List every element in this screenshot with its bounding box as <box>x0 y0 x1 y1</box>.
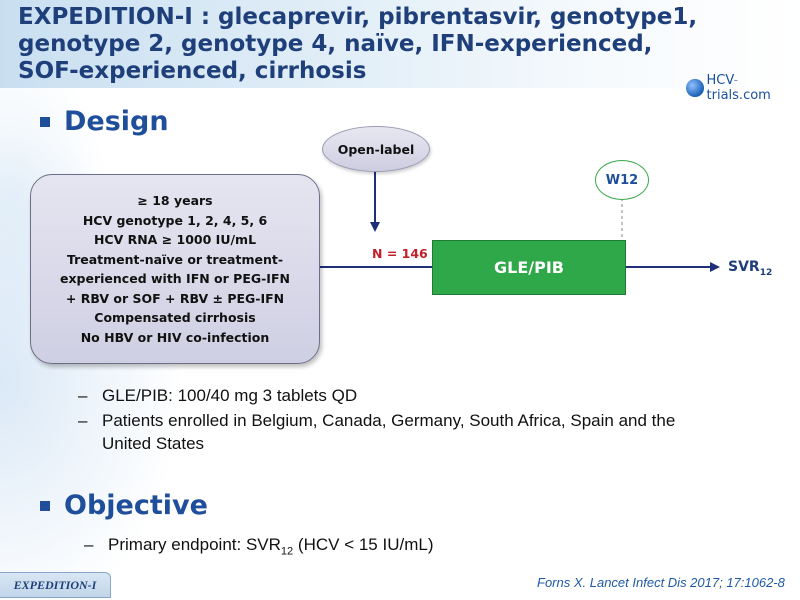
criteria-line: + RBV or SOF + RBV ± PEG-IFN <box>65 290 285 306</box>
criteria-line: Compensated cirrhosis <box>94 310 256 325</box>
list-item: – Patients enrolled in Belgium, Canada, … <box>78 411 676 453</box>
square-bullet-icon <box>40 116 50 127</box>
header-band: EXPEDITION-I : glecaprevir, pibrentasvir… <box>0 0 800 88</box>
page-title: EXPEDITION-I : glecaprevir, pibrentasvir… <box>18 4 698 85</box>
criteria-line: ≥ 18 years <box>137 193 213 208</box>
list-item: – Primary endpoint: SVR12 (HCV < 15 IU/m… <box>84 535 434 558</box>
sample-size-label: N = 146 <box>372 246 428 261</box>
title-line-1: EXPEDITION-I : glecaprevir, pibrentasvir… <box>18 4 698 30</box>
objective-heading: Objective <box>40 490 208 521</box>
design-heading: Design <box>40 106 169 137</box>
criteria-line: No HBV or HIV co-infection <box>80 329 270 345</box>
title-line-2: genotype 2, genotype 4, naïve, IFN-exper… <box>18 31 653 57</box>
logo-text: HCV-trials.com <box>706 73 771 103</box>
square-bullet-icon <box>40 500 50 511</box>
treatment-box: GLE/PIB <box>432 240 626 295</box>
inclusion-criteria-box: ≥ 18 years HCV genotype 1, 2, 4, 5, 6 HC… <box>30 174 320 364</box>
outcome-label: SVR12 <box>728 259 773 278</box>
globe-icon <box>686 79 704 97</box>
citation: Forns X. Lancet Infect Dis 2017; 17:1062… <box>537 575 785 590</box>
criteria-line: experienced with IFN or PEG-IFN <box>60 271 290 286</box>
hcv-trials-logo: HCV-trials.com <box>686 73 800 103</box>
criteria-line: Treatment-naïve or treatment- <box>66 251 284 267</box>
study-tab: EXPEDITION-I <box>0 572 111 598</box>
criteria-line: HCV RNA ≥ 1000 IU/mL <box>93 232 257 247</box>
list-item: – GLE/PIB: 100/40 mg 3 tablets QD <box>78 386 358 405</box>
week-12-marker: W12 <box>595 160 649 200</box>
objective-list: – Primary endpoint: SVR12 (HCV < 15 IU/m… <box>84 533 644 563</box>
open-label-oval: Open-label <box>322 126 430 172</box>
design-notes-list: – GLE/PIB: 100/40 mg 3 tablets QD – Pati… <box>78 384 718 455</box>
title-line-3: SOF-experienced, cirrhosis <box>18 58 367 84</box>
criteria-line: HCV genotype 1, 2, 4, 5, 6 <box>82 212 268 228</box>
